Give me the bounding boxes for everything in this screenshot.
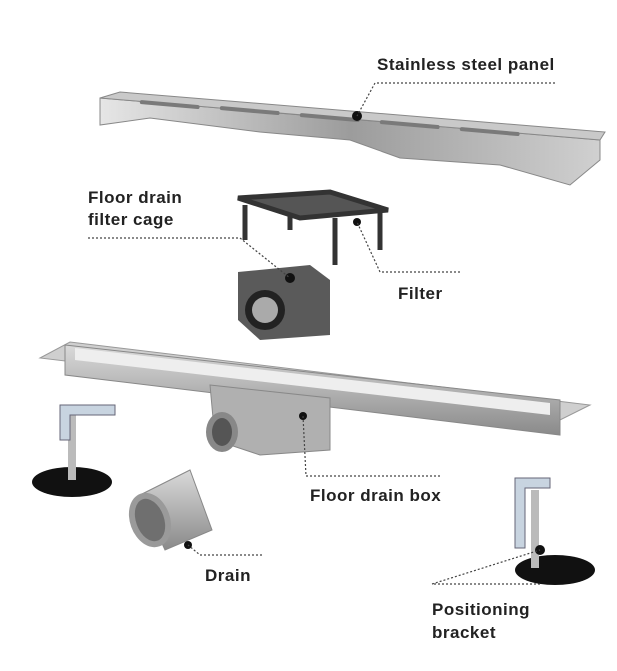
- filter-cage: [237, 189, 389, 265]
- label-floor-drain-box: Floor drain box: [310, 486, 442, 505]
- filter-box: [238, 265, 330, 340]
- label-positioning-bracket-line2: bracket: [432, 623, 496, 642]
- leader-lines: [88, 82, 555, 585]
- label-filter-cage-line2: filter cage: [88, 210, 174, 229]
- label-positioning-bracket-line1: Positioning: [432, 600, 531, 619]
- label-filter-cage-line1: Floor drain: [88, 188, 183, 207]
- label-stainless-steel-panel: Stainless steel panel: [377, 55, 555, 74]
- drain-pipe: [128, 469, 213, 551]
- stainless-steel-panel: [99, 91, 606, 186]
- positioning-bracket-right: [514, 477, 595, 585]
- label-drain: Drain: [205, 566, 251, 585]
- drain-channel: [38, 341, 592, 436]
- label-filter: Filter: [398, 284, 443, 303]
- floor-drain-box: [206, 384, 331, 456]
- positioning-bracket-left: [32, 404, 116, 497]
